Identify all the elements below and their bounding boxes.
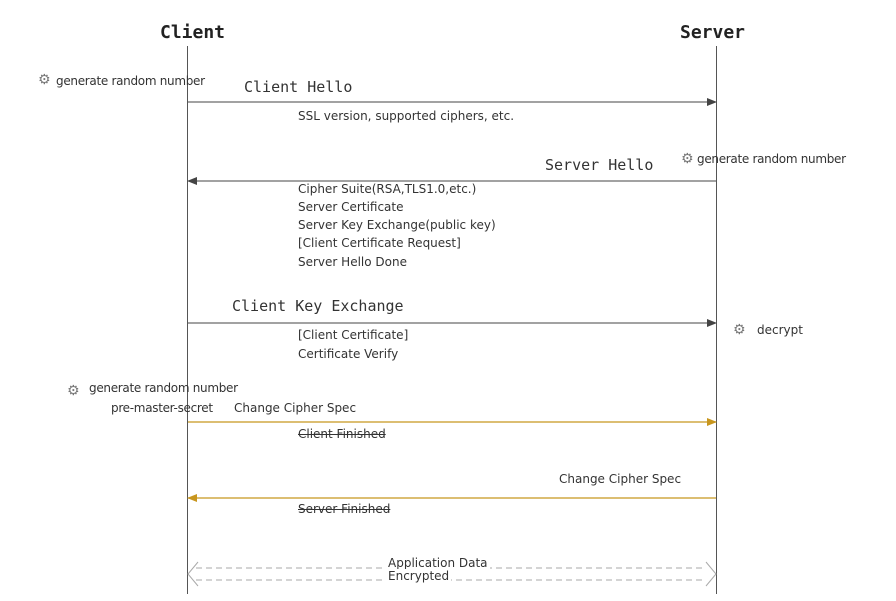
client-random-annotation: generate random number <box>89 381 238 395</box>
client-hello-detail: SSL version, supported ciphers, etc. <box>298 109 515 123</box>
client-lifeline <box>187 46 188 594</box>
client-key-exchange-detail: [Client Certificate] <box>298 328 409 342</box>
server-hello-detail: Server Key Exchange(public key) <box>298 218 496 232</box>
client-random-annotation: generate random number <box>56 74 205 88</box>
client-key-exchange-detail: Certificate Verify <box>298 347 399 361</box>
server-finished-label: Server Finished <box>298 502 391 516</box>
server-hello-detail: Server Hello Done <box>298 255 407 269</box>
client-key-exchange-label: Client Key Exchange <box>232 297 404 315</box>
encrypted-label: Encrypted <box>386 569 452 583</box>
server-decrypt-annotation: decrypt <box>757 323 803 337</box>
client-change-cipher-label: Change Cipher Spec <box>234 401 357 415</box>
server-hello-detail: Server Certificate <box>298 200 404 214</box>
server-hello-label: Server Hello <box>545 156 654 174</box>
application-data-label: Application Data <box>386 556 490 570</box>
client-actor-label: Client <box>160 22 226 43</box>
client-finished-label: Client Finished <box>298 427 386 441</box>
client-hello-label: Client Hello <box>244 78 353 96</box>
server-hello-detail: Cipher Suite(RSA,TLS1.0,etc.) <box>298 182 477 196</box>
gear-icon: ⚙ <box>67 383 80 399</box>
gear-icon: ⚙ <box>38 72 51 88</box>
pre-master-secret-annotation: pre-master-secret <box>111 401 213 415</box>
server-hello-detail: [Client Certificate Request] <box>298 236 461 250</box>
server-change-cipher-label: Change Cipher Spec <box>559 472 682 486</box>
gear-icon: ⚙ <box>733 322 746 338</box>
server-random-annotation: generate random number <box>697 152 846 166</box>
gear-icon: ⚙ <box>681 151 694 167</box>
server-actor-label: Server <box>680 22 746 43</box>
